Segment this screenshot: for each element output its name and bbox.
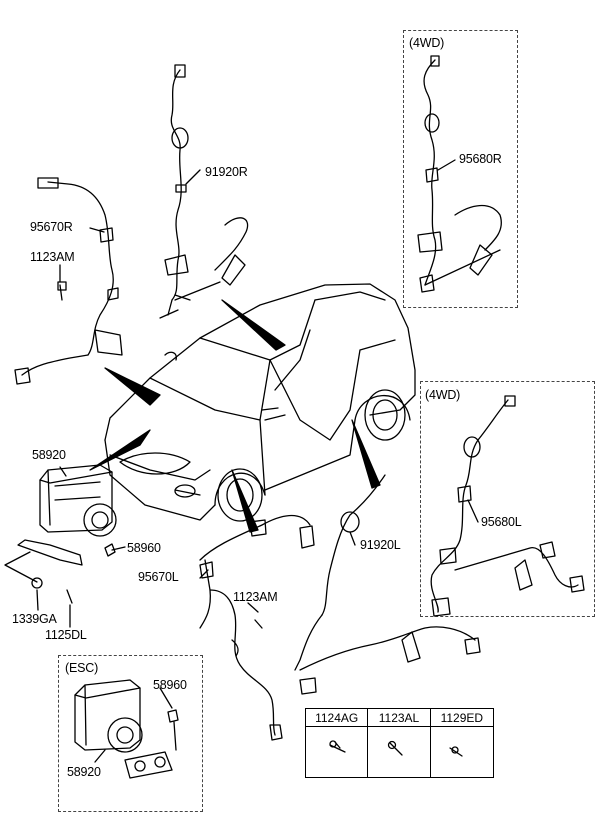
esc-box-title: (ESC) <box>65 661 99 675</box>
fastener-header-1123AL: 1123AL <box>368 709 431 727</box>
part-label-58920-esc: 58920 <box>67 765 101 779</box>
part-label-95680L: 95680L <box>481 515 522 529</box>
part-label-58960-esc: 58960 <box>153 678 187 692</box>
4wd-group-box-top <box>403 30 518 308</box>
part-label-1339GA: 1339GA <box>12 612 57 626</box>
part-label-95680R: 95680R <box>459 152 502 166</box>
fastener-table: 1124AG 1123AL 1129ED <box>305 708 494 778</box>
part-label-91920R: 91920R <box>205 165 248 179</box>
fastener-header-1124AG: 1124AG <box>306 709 369 727</box>
part-label-58920-main: 58920 <box>32 448 66 462</box>
fastener-cell-1123AL <box>368 727 431 777</box>
part-label-95670L: 95670L <box>138 570 179 584</box>
part-label-1125DL: 1125DL <box>45 628 87 642</box>
fastener-cell-1129ED <box>431 727 493 777</box>
abs-unit-drawing <box>4 464 117 604</box>
fastener-header-1129ED: 1129ED <box>430 709 493 727</box>
4wd-box-title-top: (4WD) <box>409 36 445 50</box>
4wd-group-box-bottom <box>420 381 595 617</box>
4wd-box-title-bottom: (4WD) <box>425 388 461 402</box>
part-label-95670R: 95670R <box>30 220 73 234</box>
part-label-91920L: 91920L <box>360 538 401 552</box>
part-label-58960-main: 58960 <box>127 541 161 555</box>
vehicle-outline <box>104 283 416 522</box>
esc-group-box <box>58 655 203 812</box>
part-label-1123AM-lower: 1123AM <box>233 590 278 604</box>
fastener-cell-1124AG <box>306 727 369 777</box>
fastener-icons <box>329 740 463 757</box>
part-label-1123AM-upper: 1123AM <box>30 250 75 264</box>
